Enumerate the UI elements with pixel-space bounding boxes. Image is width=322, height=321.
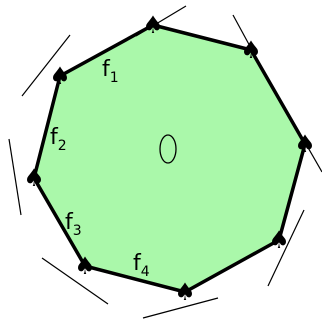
spade-icon: ♠ [142, 11, 164, 39]
vertex-tick [8, 138, 22, 216]
spade-icon: ♠ [268, 226, 290, 254]
center-marker [159, 134, 177, 164]
vertex-glyphs: ♠ ♠ ♠ ♠ ♠ ♠ ♠ ♠ [23, 11, 316, 306]
octagon-face [32, 23, 307, 294]
vertex-tick [142, 297, 219, 319]
spade-icon: ♠ [74, 252, 96, 280]
vertex-tick [286, 110, 322, 173]
edge-label-f2: f2 [50, 125, 67, 154]
vertex-ticks [8, 5, 322, 319]
edge-label-f1: f1 [102, 57, 119, 86]
spade-icon: ♠ [174, 278, 196, 306]
vertex-tick [41, 257, 109, 305]
vertex-tick [267, 209, 305, 287]
vertex-tick [135, 5, 187, 37]
edge-label-f4: f4 [133, 251, 150, 280]
vertex-tick [232, 14, 265, 73]
spade-icon: ♠ [240, 36, 262, 64]
spade-icon: ♠ [23, 164, 45, 192]
edge-label-f3: f3 [65, 210, 82, 239]
vertex-tick [21, 34, 71, 97]
spade-icon: ♠ [49, 62, 71, 90]
spade-icon: ♠ [294, 130, 316, 158]
